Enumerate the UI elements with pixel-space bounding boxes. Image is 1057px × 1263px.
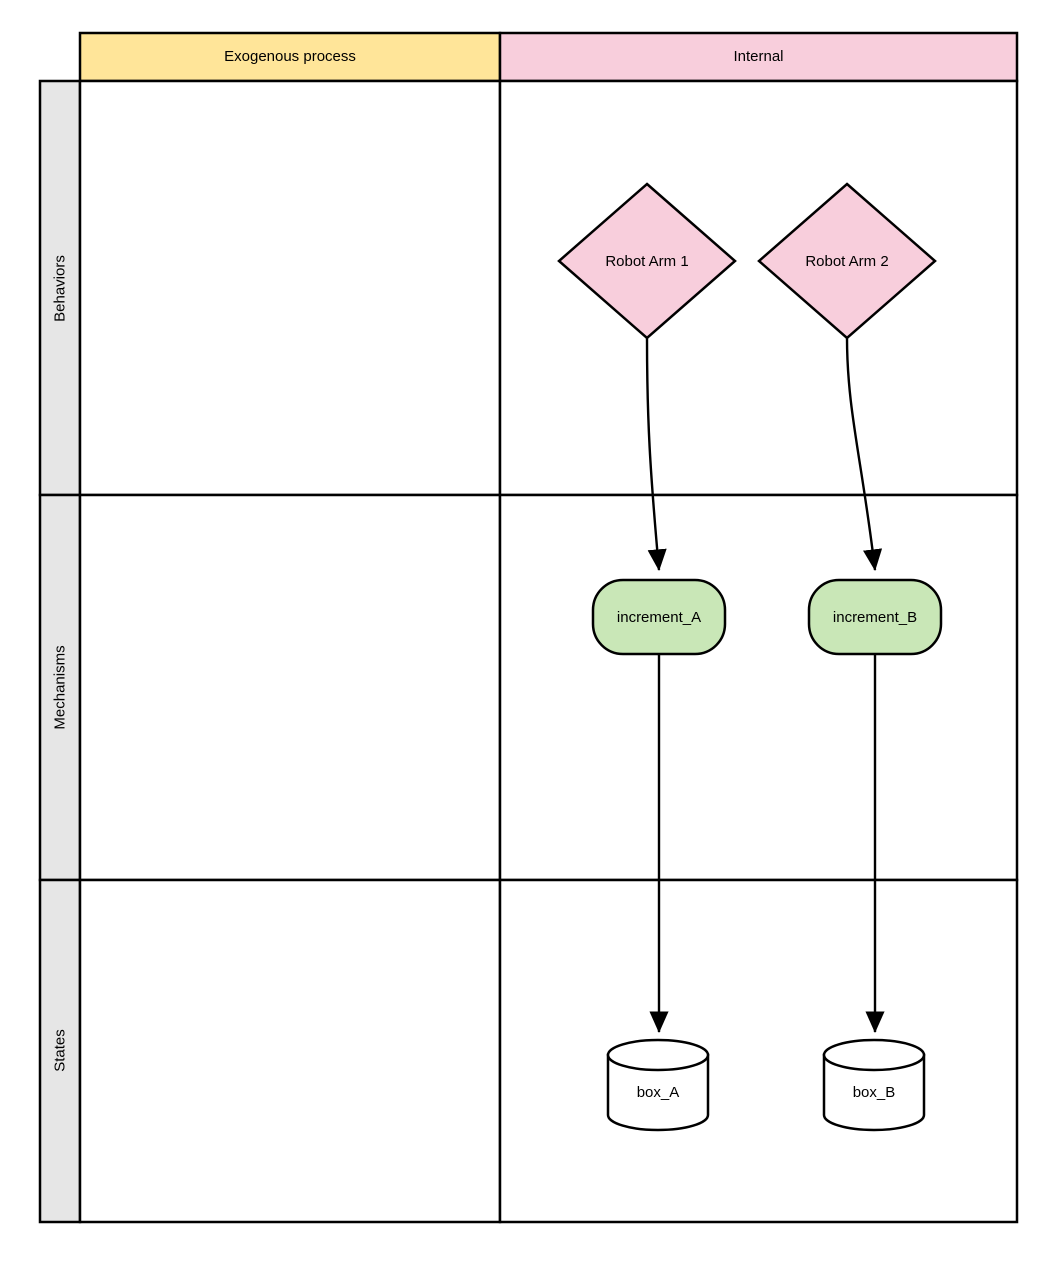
cell-states-internal: [498, 878, 1019, 1224]
column-header-exogenous: [78, 31, 502, 83]
edge-robot-arm-1-to-increment-a: [645, 337, 667, 571]
row-header-behaviors: [38, 79, 82, 497]
cell-states-exogenous: [78, 878, 502, 1224]
row-header-mechanisms: [38, 493, 82, 882]
node-robot-arm-1[interactable]: [557, 182, 737, 340]
cell-mechanisms-internal: [498, 493, 1019, 882]
row-header-states: [38, 878, 82, 1224]
cell-behaviors-exogenous: [78, 79, 502, 497]
node-robot-arm-2[interactable]: [757, 182, 937, 340]
cell-mechanisms-exogenous: [78, 493, 502, 882]
column-header-internal: [498, 31, 1019, 83]
node-increment-b[interactable]: [807, 578, 943, 656]
node-box-b[interactable]: [822, 1038, 926, 1132]
node-box-a[interactable]: [606, 1038, 710, 1132]
cell-behaviors-internal: [498, 79, 1019, 497]
node-increment-a[interactable]: [591, 578, 727, 656]
edge-robot-arm-2-to-increment-b: [845, 337, 883, 571]
